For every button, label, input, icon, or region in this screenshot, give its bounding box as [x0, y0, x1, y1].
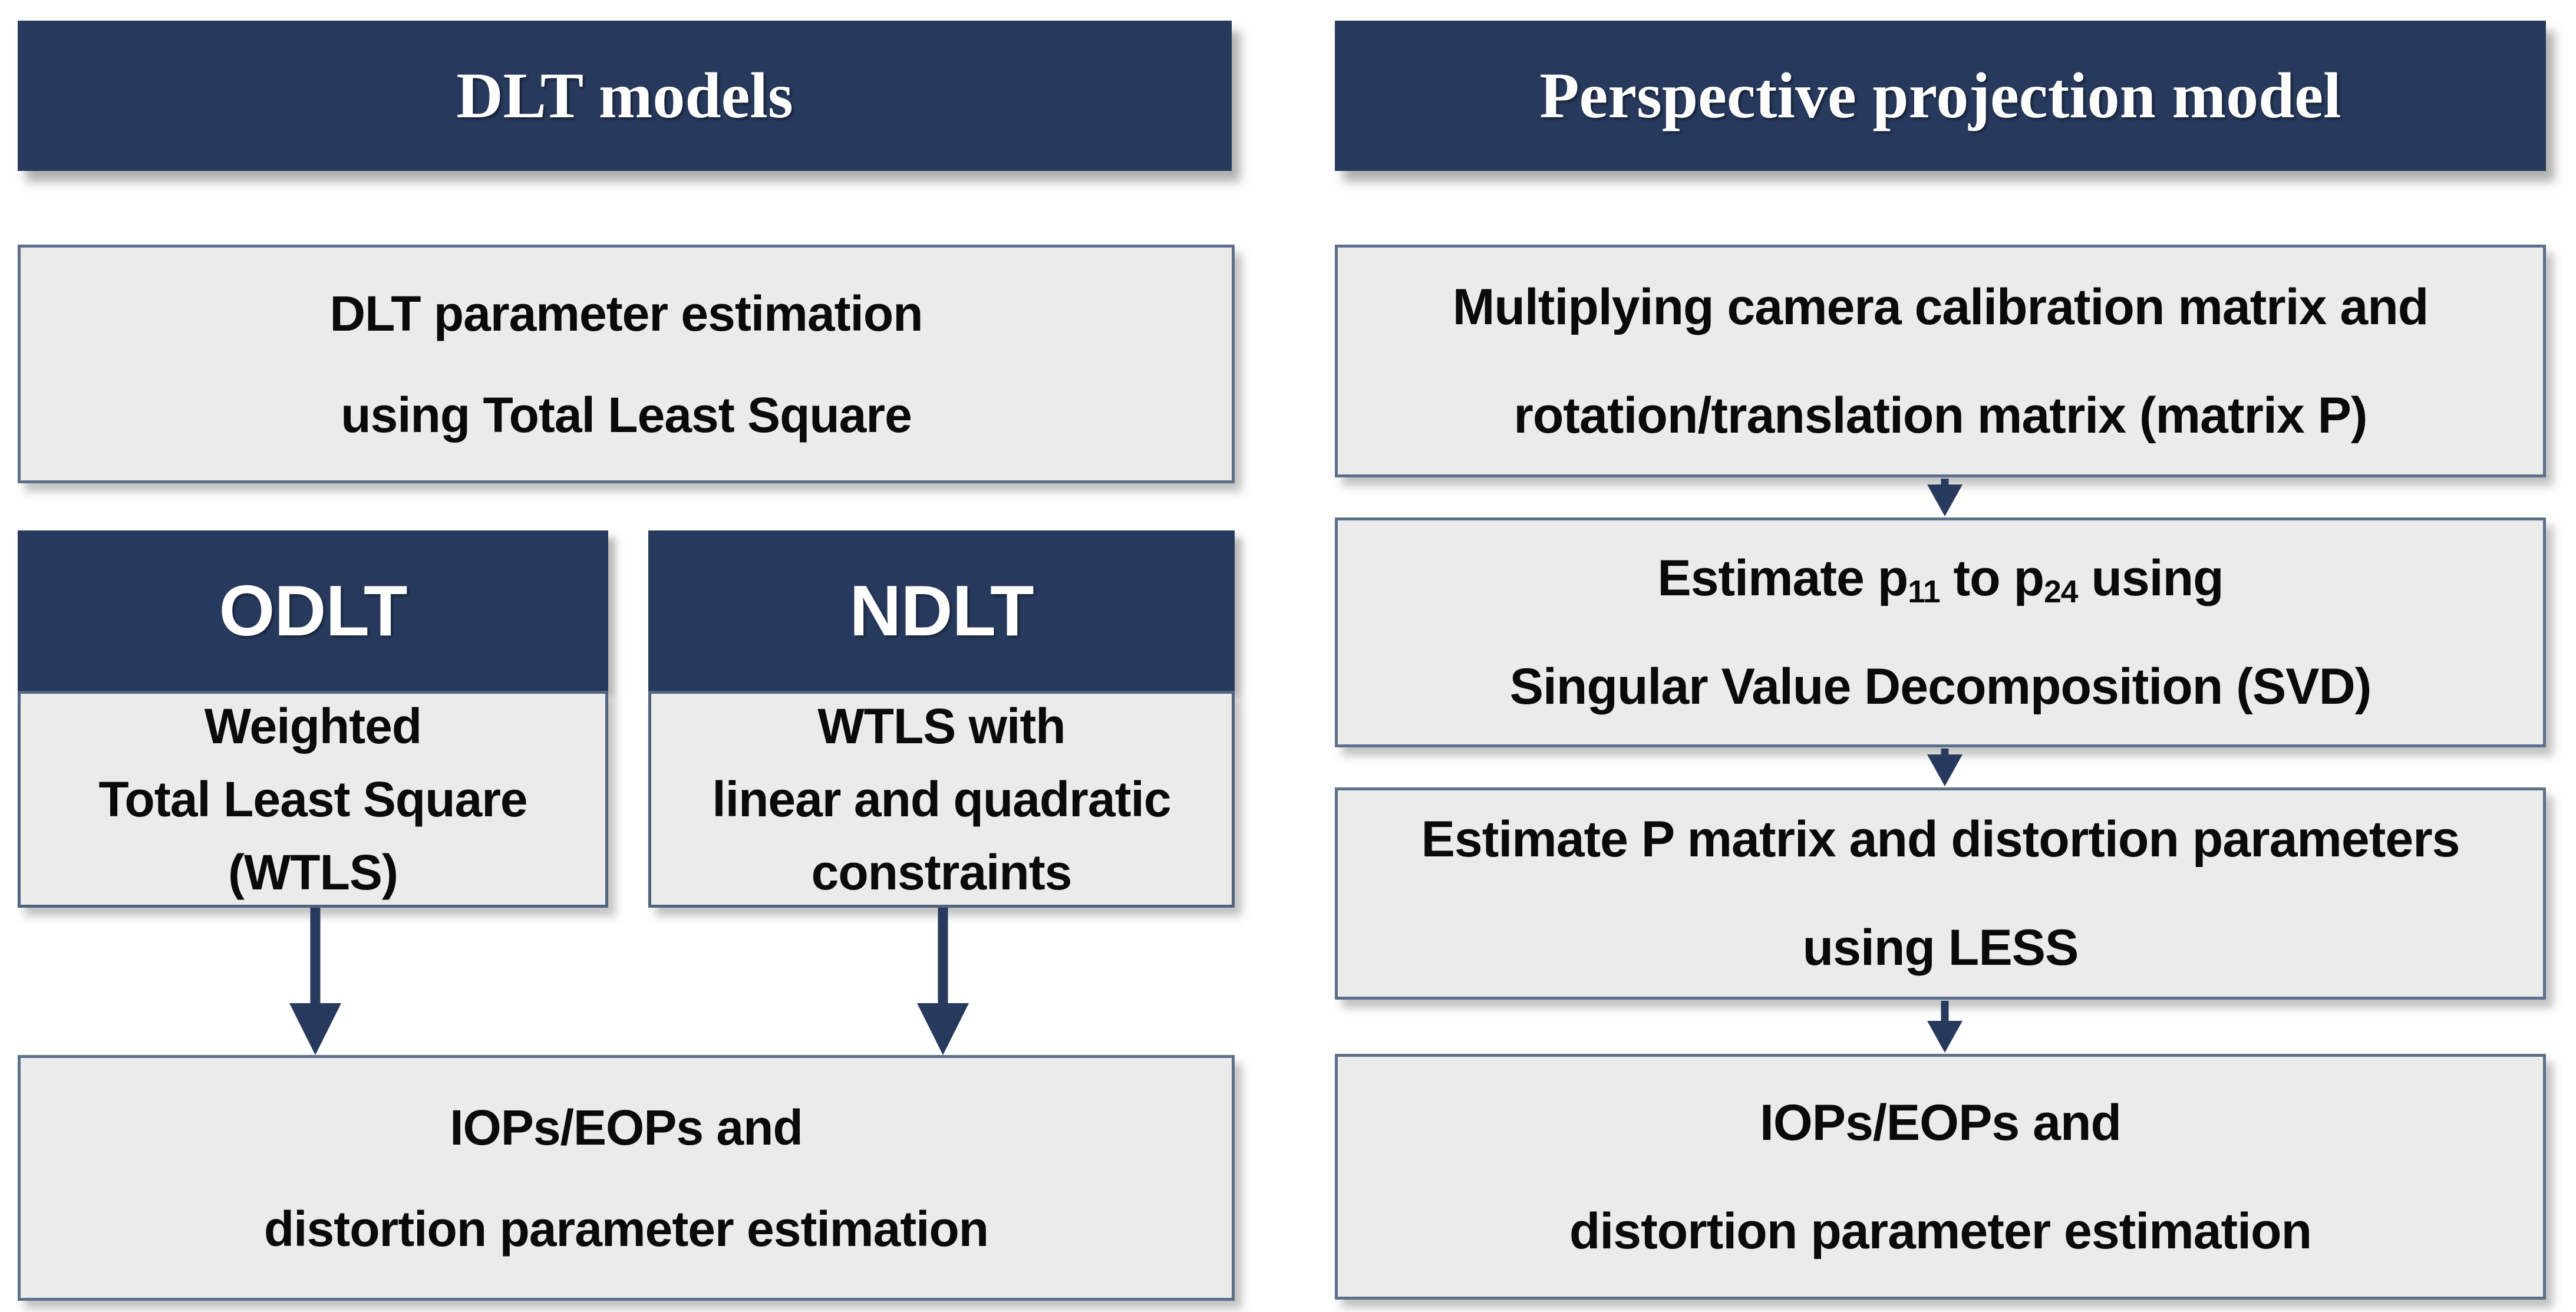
arrow-stem — [1941, 479, 1949, 486]
svd-estimation-line-1: Estimate p11 to p24 using — [1657, 524, 2224, 632]
matrix-to-svd-arrow-icon — [1909, 479, 1980, 516]
arrow-stem — [1941, 749, 1949, 756]
arrow-stem — [1941, 1001, 1949, 1022]
arrow-head — [289, 1003, 341, 1055]
odlt-body-line-3: (WTLS) — [228, 845, 398, 900]
less-estimation-line-2: using LESS — [1802, 919, 2079, 976]
svd-line1-part-b: to p — [1940, 550, 2045, 606]
arrow-head — [1927, 754, 1962, 786]
matrix-multiplication-line-1: Multiplying camera calibration matrix an… — [1452, 278, 2429, 335]
matrix-multiplication-box: Multiplying camera calibration matrix an… — [1335, 245, 2546, 477]
perspective-output-line-1: IOPs/EOPs and — [1759, 1094, 2122, 1151]
dlt-models-banner: DLT models — [18, 21, 1232, 171]
arrow-stem — [310, 908, 321, 1004]
svd-line1-subscript-24: 24 — [2044, 574, 2078, 609]
dlt-models-banner-label: DLT models — [456, 60, 793, 131]
dlt-parameter-estimation-box: DLT parameter estimation using Total Lea… — [18, 245, 1235, 483]
ndlt-to-output-arrow-icon — [896, 908, 990, 1055]
ndlt-body-line-3: constraints — [811, 845, 1073, 900]
dlt-output-box: IOPs/EOPs and distortion parameter estim… — [18, 1055, 1235, 1301]
odlt-to-output-arrow-icon — [268, 908, 362, 1055]
arrow-stem — [938, 908, 948, 1004]
svd-line1-part-a: Estimate p — [1657, 550, 1908, 606]
odlt-body-line-2: Total Least Square — [98, 772, 527, 827]
odlt-header: ODLT — [18, 530, 608, 691]
perspective-output-line-2: distortion parameter estimation — [1569, 1202, 2312, 1260]
arrow-head — [1927, 484, 1962, 516]
dlt-parameter-estimation-line-2: using Total Least Square — [341, 387, 912, 443]
arrow-head — [917, 1003, 969, 1055]
perspective-output-box: IOPs/EOPs and distortion parameter estim… — [1335, 1054, 2546, 1300]
perspective-model-banner: Perspective projection model — [1335, 21, 2546, 171]
less-estimation-line-1: Estimate P matrix and distortion paramet… — [1421, 811, 2460, 868]
arrow-head — [1927, 1021, 1962, 1053]
dlt-parameter-estimation-line-1: DLT parameter estimation — [329, 285, 923, 341]
odlt-body-box: Weighted Total Least Square (WTLS) — [18, 691, 608, 908]
less-estimation-box: Estimate P matrix and distortion paramet… — [1335, 787, 2546, 1000]
svd-estimation-box: Estimate p11 to p24 using Singular Value… — [1335, 517, 2546, 747]
less-to-output-arrow-icon — [1909, 1001, 1980, 1053]
ndlt-header-label: NDLT — [849, 571, 1034, 651]
ndlt-body-box: WTLS with linear and quadratic constrain… — [648, 691, 1235, 908]
svd-to-less-arrow-icon — [1909, 749, 1980, 786]
perspective-model-banner-label: Perspective projection model — [1539, 60, 2341, 131]
ndlt-body-line-2: linear and quadratic — [712, 772, 1171, 827]
odlt-body-line-1: Weighted — [204, 698, 422, 754]
odlt-header-label: ODLT — [219, 571, 408, 651]
svd-line1-subscript-11: 11 — [1908, 574, 1940, 609]
matrix-multiplication-line-2: rotation/translation matrix (matrix P) — [1513, 387, 2367, 444]
dlt-output-line-2: distortion parameter estimation — [263, 1201, 989, 1257]
ndlt-body-line-1: WTLS with — [817, 698, 1066, 754]
svd-estimation-line-2: Singular Value Decomposition (SVD) — [1509, 658, 2372, 715]
dlt-output-line-1: IOPs/EOPs and — [450, 1099, 803, 1155]
ndlt-header: NDLT — [648, 530, 1235, 691]
svd-line1-part-c: using — [2077, 550, 2224, 606]
